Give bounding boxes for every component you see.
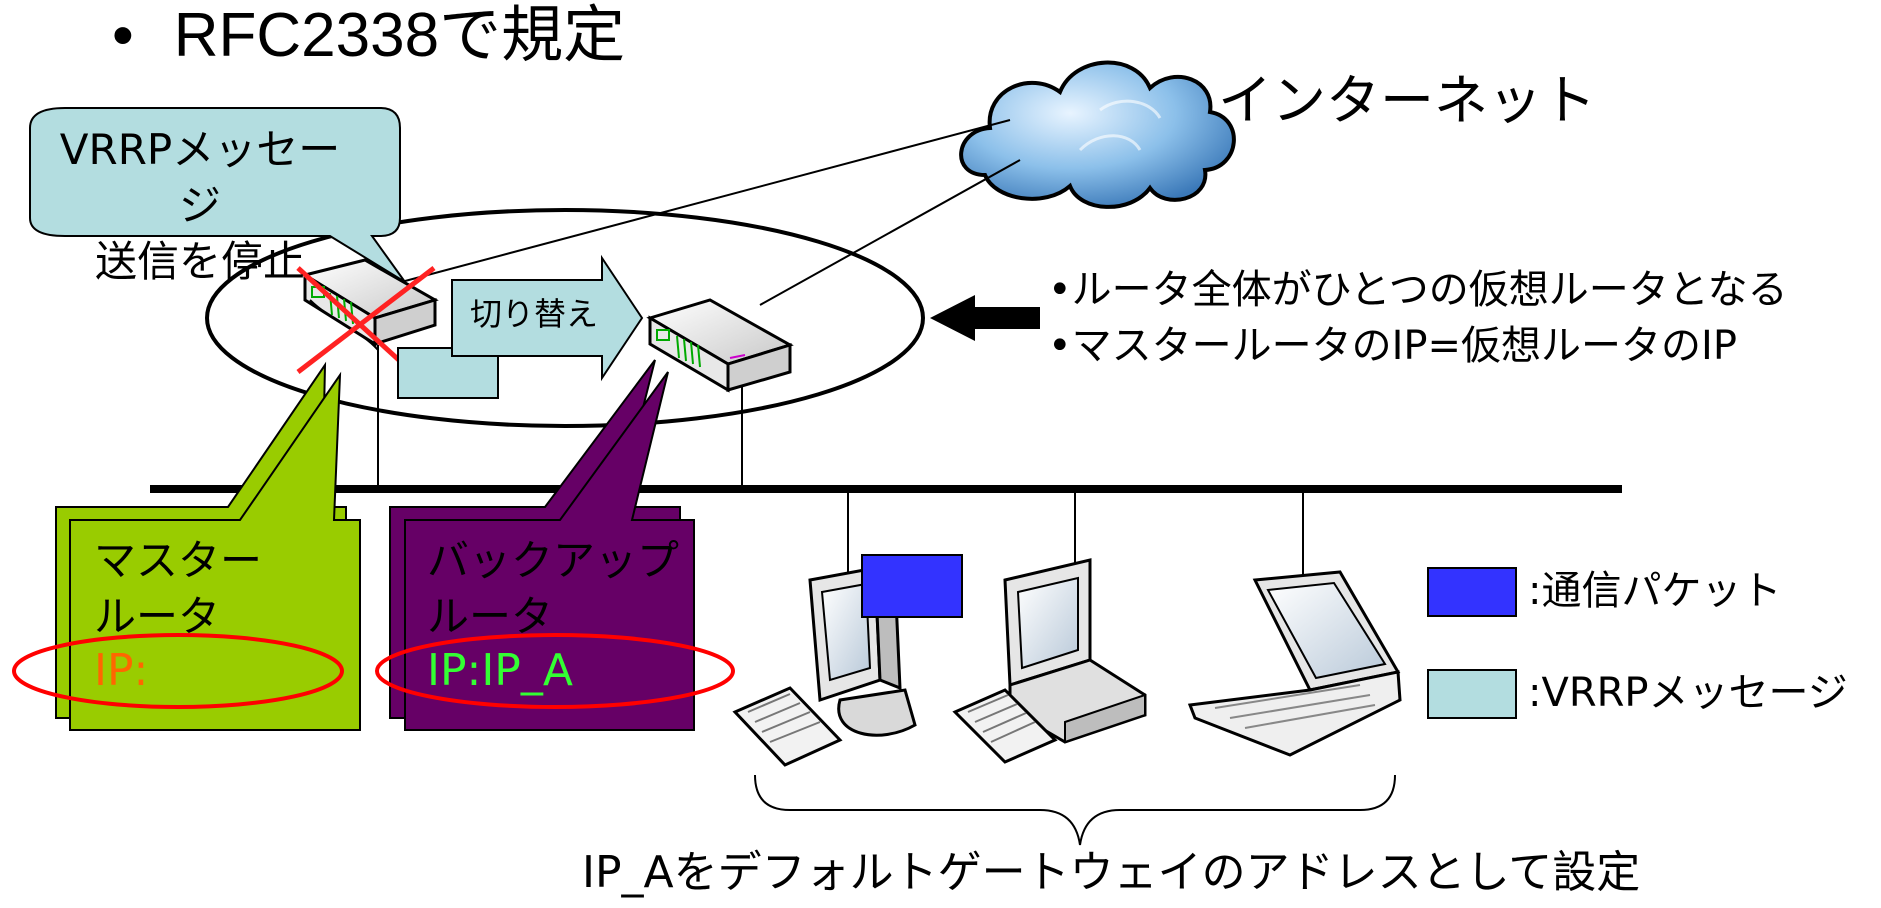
backup-line1: バックアップ xyxy=(427,536,680,585)
client-group-brace xyxy=(754,774,1396,846)
callout-text: VRRPメッセージ 送信を停止 xyxy=(40,122,360,290)
callout-line1: VRRPメッセージ xyxy=(59,125,341,230)
backup-router-icon xyxy=(646,298,794,393)
backup-line2: ルータ xyxy=(427,592,554,641)
backup-router-label: バックアップ ルータ xyxy=(427,533,679,645)
master-line2: ルータ xyxy=(94,592,221,641)
master-router-box xyxy=(55,361,361,731)
note-line2: •マスタールータのIP=仮想ルータのIP xyxy=(1048,323,1737,369)
legend-packet-label: :通信パケット xyxy=(1528,568,1782,614)
backup-ip-highlight xyxy=(375,633,735,709)
legend-packet-swatch xyxy=(1427,567,1517,617)
gateway-setting-label: IP_Aをデフォルトゲートウェイのアドレスとして設定 xyxy=(582,847,1641,898)
virtual-router-notes: •ルータ全体がひとつの仮想ルータとなる •マスタールータのIP=仮想ルータのIP xyxy=(1048,262,1788,374)
switch-label: 切り替え xyxy=(470,295,599,333)
master-ip-label: IP: xyxy=(94,645,149,696)
failure-cross-icon xyxy=(296,266,436,374)
callout-line2: 送信を停止 xyxy=(94,237,305,286)
master-line1: マスター xyxy=(94,536,263,585)
virtual-router-ellipse xyxy=(205,208,925,428)
backup-ip-label: IP:IP_A xyxy=(427,645,573,696)
lan-bus xyxy=(150,485,1622,493)
slide-title: • RFC2338で規定 xyxy=(112,0,625,71)
uplink-backup xyxy=(759,159,1021,306)
switch-over-arrow xyxy=(451,254,644,382)
internet-cloud-icon xyxy=(959,60,1236,209)
uplink-master xyxy=(389,119,1011,286)
title-bullet: • xyxy=(112,1,134,70)
master-router-label: マスター ルータ xyxy=(94,533,262,645)
note-arrow xyxy=(930,295,1040,341)
laptop-icon xyxy=(1187,570,1402,757)
master-ip-highlight xyxy=(12,633,344,709)
note-line1: •ルータ全体がひとつの仮想ルータとなる xyxy=(1048,267,1788,313)
communication-packet xyxy=(861,554,963,618)
legend-vrrp-swatch xyxy=(1427,669,1517,719)
callout-bubble xyxy=(29,107,406,283)
title-text: RFC2338で規定 xyxy=(173,1,626,70)
tower-pc-icon xyxy=(952,558,1147,764)
legend-vrrp-label: :VRRPメッセージ xyxy=(1528,670,1848,716)
internet-label: インターネット xyxy=(1218,69,1596,132)
